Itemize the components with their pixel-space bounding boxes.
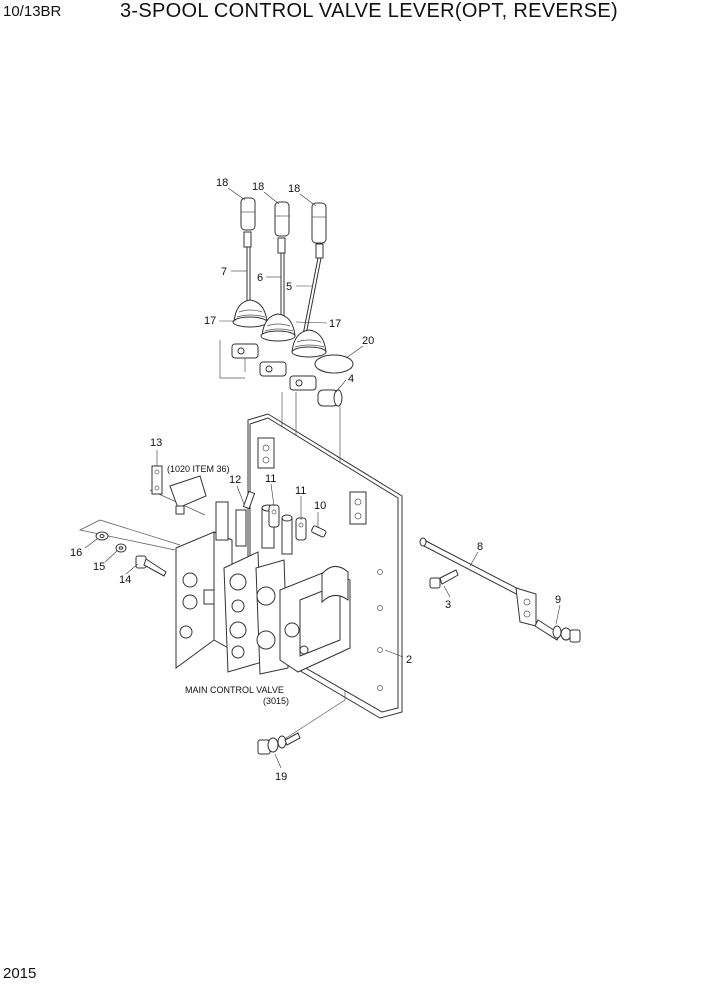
model-code: 10/13BR — [3, 3, 62, 20]
lever-clevis-middle — [259, 361, 287, 377]
lever-rod-5 — [301, 243, 324, 341]
lock-washer-15 — [115, 543, 127, 553]
pad-20 — [314, 354, 354, 374]
callout-17-left: 17 — [204, 315, 216, 327]
callout-11-left: 11 — [265, 473, 276, 485]
callout-5: 5 — [286, 281, 292, 293]
callout-16: 16 — [70, 547, 82, 559]
washer-16 — [95, 531, 109, 541]
page-title: 3-SPOOL CONTROL VALVE LEVER(OPT, REVERSE… — [120, 0, 618, 22]
lever-rod-6 — [277, 237, 286, 322]
lever-knob-left — [240, 197, 256, 231]
bushing-4 — [317, 389, 343, 407]
link-plate-11-left — [268, 504, 280, 528]
switch-1020-item-36 — [169, 475, 207, 515]
callout-18-right: 18 — [288, 183, 300, 195]
main-control-valve-ref: (3015) — [263, 696, 289, 706]
ref-item-note: (1020 ITEM 36) — [167, 464, 230, 474]
callout-2: 2 — [406, 654, 412, 666]
callout-15: 15 — [93, 561, 105, 573]
callout-leaders — [84, 187, 561, 769]
callout-13: 13 — [150, 437, 162, 449]
bolt-9 — [534, 619, 581, 643]
callout-9: 9 — [555, 594, 561, 606]
lever-clevis-right — [289, 375, 317, 391]
bolt-14 — [135, 555, 167, 577]
main-control-valve-label: MAIN CONTROL VALVE — [185, 685, 284, 695]
pin-10 — [311, 525, 327, 538]
callout-4: 4 — [348, 373, 354, 385]
switch-bracket-13 — [151, 465, 163, 495]
lever-rod-7 — [243, 231, 252, 305]
cam-plate-12 — [242, 490, 256, 510]
callout-20: 20 — [362, 335, 374, 347]
callout-3: 3 — [445, 599, 451, 611]
callout-11-right: 11 — [295, 485, 306, 497]
callout-12: 12 — [229, 474, 241, 486]
page-number: 2015 — [3, 965, 37, 982]
callout-14: 14 — [119, 574, 131, 586]
callout-17-right: 17 — [329, 318, 341, 330]
lever-clevis-left — [231, 343, 259, 372]
callout-7: 7 — [221, 266, 227, 278]
callout-8: 8 — [477, 541, 483, 553]
lever-boot-left — [232, 299, 268, 328]
lever-boot-middle — [260, 313, 296, 342]
main-control-valve — [175, 501, 351, 675]
link-plate-11-right — [295, 517, 307, 541]
control-rod-8 — [419, 537, 537, 627]
bolt-19 — [257, 732, 301, 755]
callout-18-left: 18 — [216, 177, 228, 189]
lever-knob-middle — [274, 201, 290, 237]
lever-knob-right — [311, 202, 327, 244]
bolt-3 — [429, 569, 459, 589]
callout-10: 10 — [314, 500, 326, 512]
callout-6: 6 — [257, 272, 263, 284]
callout-19: 19 — [275, 771, 287, 783]
callout-18-middle: 18 — [252, 181, 264, 193]
lever-boot-right — [291, 329, 327, 358]
